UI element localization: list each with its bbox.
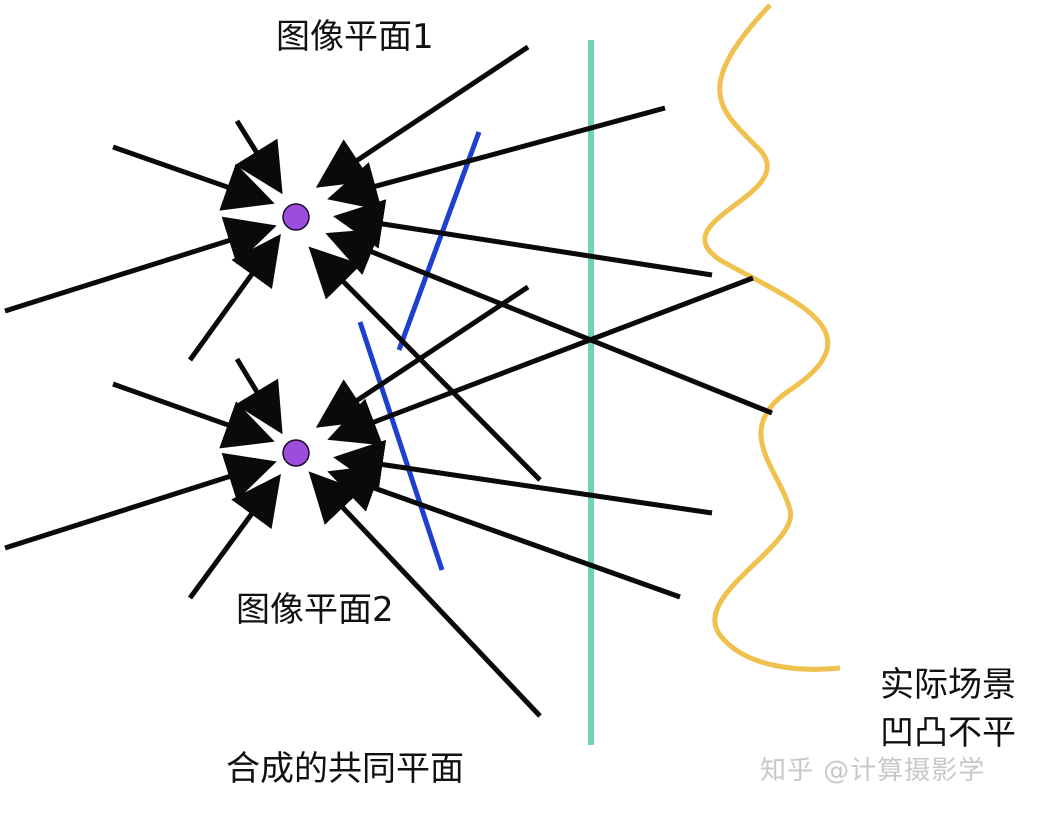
image-plane-2-line bbox=[357, 321, 445, 571]
ray bbox=[333, 439, 713, 516]
ray bbox=[112, 144, 275, 211]
ray bbox=[234, 119, 283, 195]
scene-label-line1: 实际场景 bbox=[880, 665, 1016, 705]
ray bbox=[308, 471, 542, 718]
scene-surface-curve bbox=[702, 3, 841, 672]
ray bbox=[327, 275, 754, 446]
ray bbox=[187, 473, 281, 600]
ray bbox=[333, 199, 713, 278]
ray bbox=[4, 216, 277, 314]
image-plane-2-label: 图像平面2 bbox=[236, 590, 394, 630]
ray bbox=[112, 381, 275, 449]
ray bbox=[234, 357, 283, 435]
ray bbox=[315, 44, 530, 188]
image-plane-1-label: 图像平面1 bbox=[276, 17, 434, 57]
ray bbox=[327, 464, 681, 600]
ray bbox=[308, 246, 542, 482]
focal-point-2 bbox=[282, 439, 310, 467]
ray bbox=[4, 452, 277, 551]
watermark: 知乎 @计算摄影学 bbox=[760, 756, 986, 786]
ray bbox=[325, 228, 773, 416]
ray bbox=[187, 233, 281, 362]
ray bbox=[327, 105, 666, 211]
rays-to-focal-point-1 bbox=[4, 44, 773, 482]
common-plane-label: 合成的共同平面 bbox=[226, 749, 464, 789]
focal-point-1 bbox=[282, 203, 310, 231]
rays-to-focal-point-2 bbox=[4, 275, 754, 718]
scene-label-line2: 凹凸不平 bbox=[880, 713, 1016, 753]
image-plane-1-line bbox=[396, 131, 482, 351]
